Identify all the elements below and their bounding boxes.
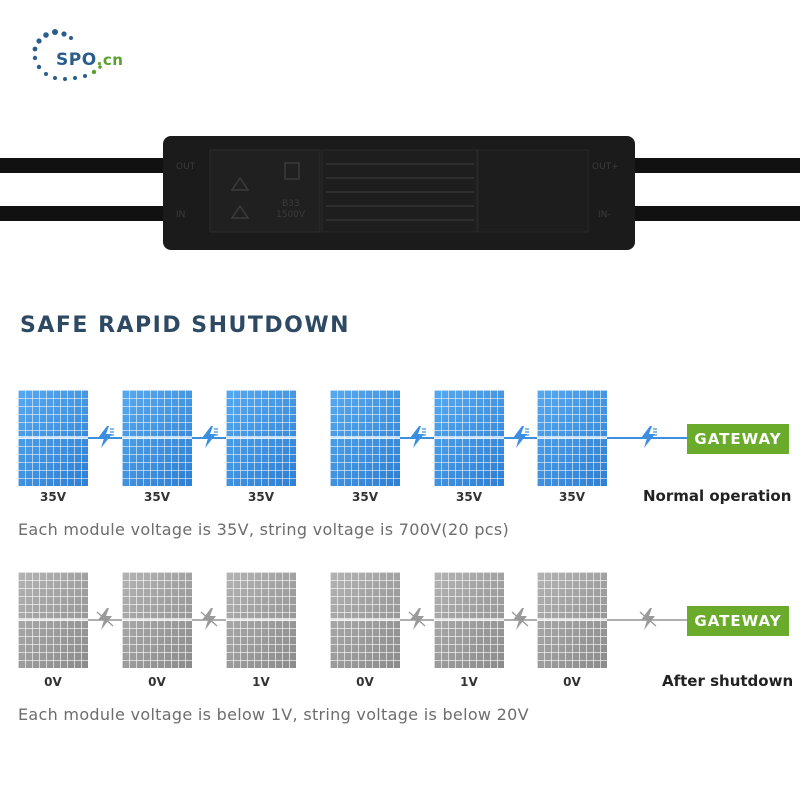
logo-suffix: .cn bbox=[96, 51, 124, 69]
module-voltage: 35V bbox=[40, 490, 66, 504]
normal-caption: Each module voltage is 35V, string volta… bbox=[18, 520, 510, 539]
broken-bolt-icon bbox=[408, 608, 426, 630]
solar-panel bbox=[18, 390, 88, 486]
page-title: SAFE RAPID SHUTDOWN bbox=[20, 313, 351, 338]
status-after-shutdown: After shutdown bbox=[662, 672, 794, 690]
gateway-label: GATEWAY bbox=[687, 606, 789, 636]
lightning-bolt-icon bbox=[410, 426, 426, 448]
device-label-left-top: OUT bbox=[176, 162, 196, 172]
solar-panel bbox=[537, 390, 607, 486]
solar-panel bbox=[537, 572, 607, 668]
module-voltage: 35V bbox=[144, 490, 170, 504]
module-voltage: 35V bbox=[248, 490, 274, 504]
broken-bolt-icon bbox=[96, 608, 114, 630]
status-normal-operation: Normal operation bbox=[643, 487, 792, 505]
module-voltage: 0V bbox=[148, 675, 166, 689]
device-label-right-top: OUT+ bbox=[592, 162, 619, 172]
solar-panel bbox=[122, 390, 192, 486]
module-voltage: 35V bbox=[352, 490, 378, 504]
module-voltage: 1V bbox=[460, 675, 478, 689]
device-label-left-bottom: IN bbox=[176, 210, 186, 220]
solar-panel bbox=[434, 572, 504, 668]
spo-logo-icon bbox=[32, 29, 102, 81]
solar-panel bbox=[18, 572, 88, 668]
lightning-bolt-icon bbox=[513, 426, 529, 448]
module-voltage: 0V bbox=[563, 675, 581, 689]
device-label-right-bottom: IN- bbox=[598, 210, 611, 220]
broken-bolt-icon bbox=[511, 608, 529, 630]
solar-panel bbox=[330, 572, 400, 668]
module-voltage: 1V bbox=[252, 675, 270, 689]
gateway-label: GATEWAY bbox=[687, 424, 789, 454]
logo-name: SPO bbox=[56, 50, 97, 70]
module-voltage: 0V bbox=[356, 675, 374, 689]
solar-panel bbox=[330, 390, 400, 486]
device-rating-1: B33 bbox=[282, 199, 300, 209]
solar-panel bbox=[226, 572, 296, 668]
device-rating-2: 1500V bbox=[276, 210, 306, 220]
module-voltage: 0V bbox=[44, 675, 62, 689]
lightning-bolt-icon bbox=[98, 426, 114, 448]
module-voltage: 35V bbox=[559, 490, 585, 504]
solar-panel bbox=[122, 572, 192, 668]
logo-wordmark: SPO.cn bbox=[56, 50, 123, 70]
solar-panel bbox=[226, 390, 296, 486]
broken-bolt-icon bbox=[639, 608, 657, 630]
lightning-bolt-icon bbox=[202, 426, 218, 448]
module-voltage: 35V bbox=[456, 490, 482, 504]
shutdown-caption: Each module voltage is below 1V, string … bbox=[18, 705, 529, 724]
rapid-shutdown-device bbox=[0, 136, 800, 250]
broken-bolt-icon bbox=[200, 608, 218, 630]
solar-panel bbox=[434, 390, 504, 486]
lightning-bolt-icon bbox=[641, 426, 657, 448]
